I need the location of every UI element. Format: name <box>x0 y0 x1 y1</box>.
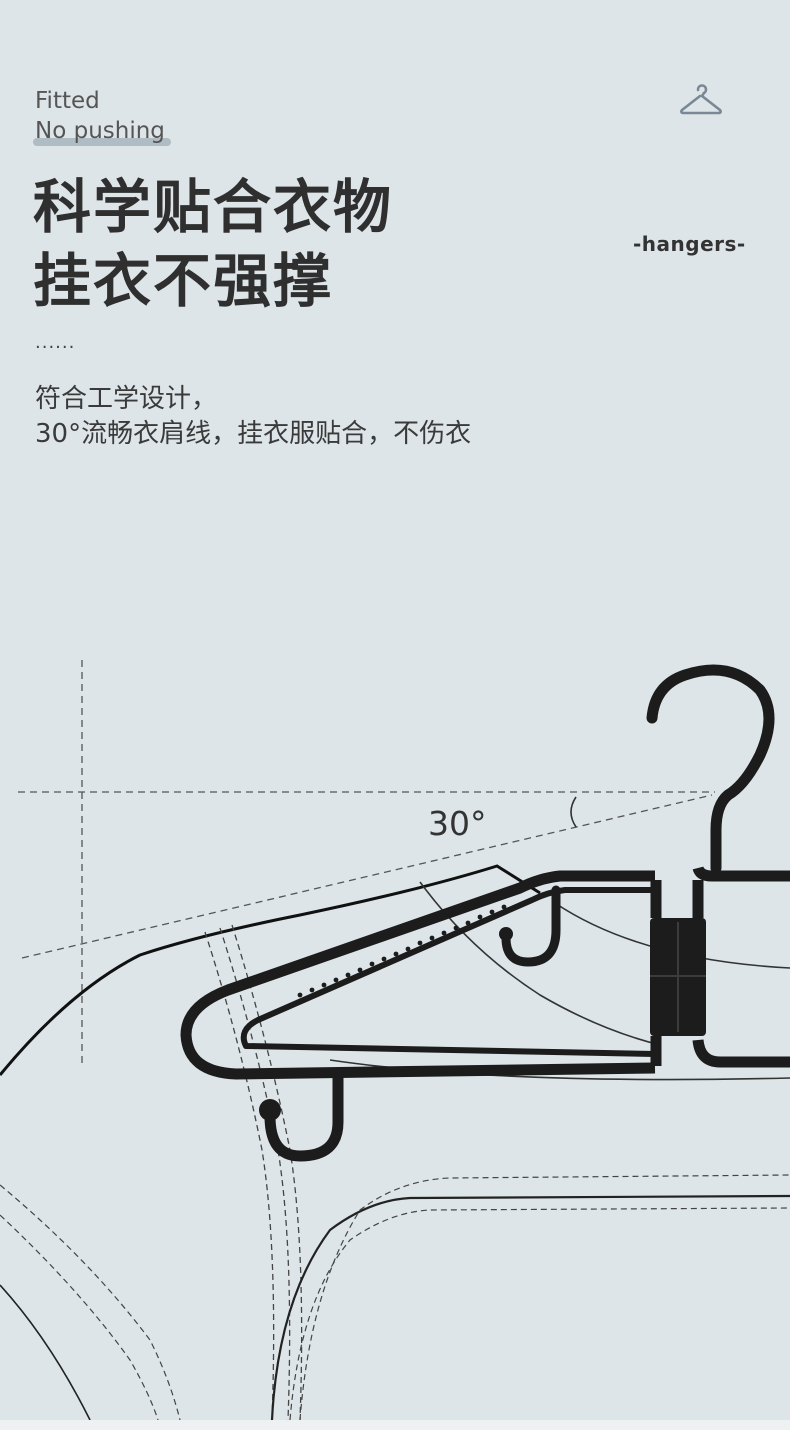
bottom-strip <box>0 1420 790 1430</box>
highlight-underline <box>33 138 171 146</box>
sleeve-seam-3 <box>231 924 303 1421</box>
garment-pocket-seam-1 <box>289 1207 790 1421</box>
hanger-right-lower <box>692 1039 790 1068</box>
garment-left-seam-2 <box>0 1214 159 1421</box>
subtitle-fitted: Fitted <box>35 88 100 114</box>
hanger-hook <box>646 664 775 874</box>
angle-guide-line <box>21 794 713 959</box>
angle-label: 30° <box>428 804 487 843</box>
garment-collar-curve <box>419 881 661 1046</box>
separator-dots: ...... <box>35 332 76 353</box>
garment-lower-curve <box>329 1059 790 1081</box>
garment-left-edge <box>0 1284 91 1421</box>
main-title-line-1: 科学贴合衣物 <box>33 173 394 241</box>
description-line-1: 符合工学设计， <box>35 384 218 414</box>
angle-arc <box>570 796 577 828</box>
garment-pocket-outline <box>270 1194 790 1421</box>
sleeve-seam-1 <box>204 931 275 1421</box>
subtitle-no-pushing: No pushing <box>35 118 165 144</box>
hanger-lower-hook <box>264 1068 344 1162</box>
hanger-right-arm <box>692 866 790 882</box>
hanger-left-arm <box>180 870 656 1080</box>
sleeve-seam-2 <box>219 927 291 1421</box>
garment-pocket-seam-2 <box>299 1174 790 1421</box>
hanger-small-hook-upper <box>501 885 561 967</box>
garment-left-seam-1 <box>0 1184 181 1421</box>
main-title-line-2: 挂衣不强撑 <box>33 247 334 315</box>
garment-shoulder-line <box>0 864 541 1076</box>
brand-label: -hangers- <box>633 232 746 256</box>
anti-slip-dots <box>297 904 507 998</box>
description-line-2: 30°流畅衣肩线，挂衣服贴合，不伤衣 <box>35 419 472 449</box>
hanger-icon <box>680 84 722 115</box>
